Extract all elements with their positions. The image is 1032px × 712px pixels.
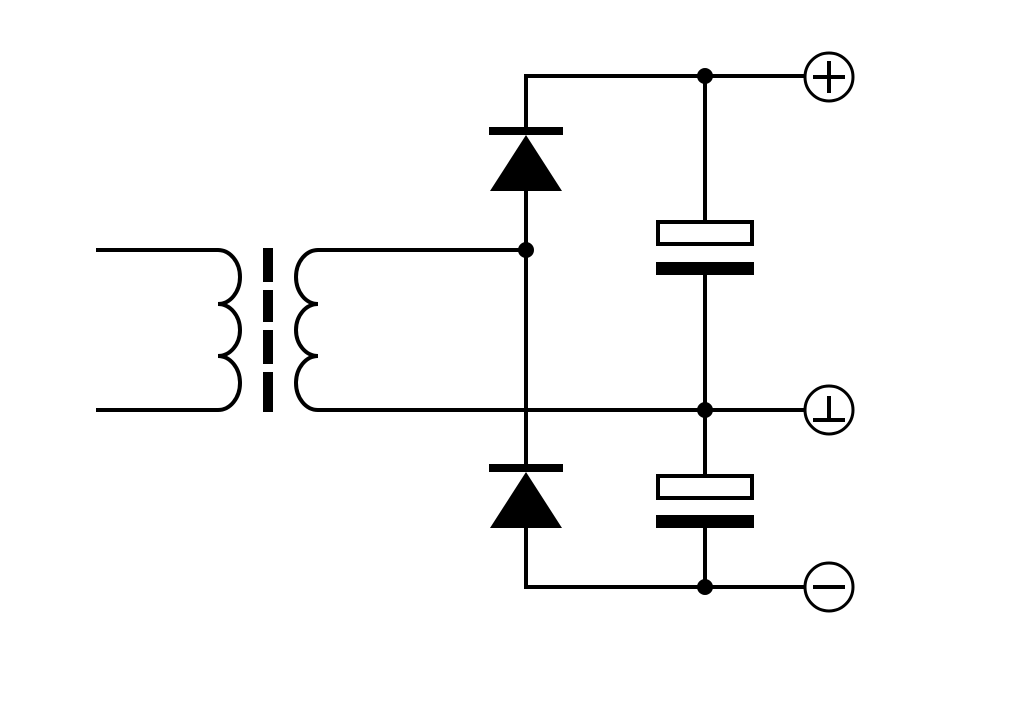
terminal-positive (803, 51, 855, 103)
junction-dot (697, 68, 713, 84)
capacitor-upper (656, 220, 754, 275)
terminal-ground (803, 384, 855, 436)
capacitor-lower (656, 474, 754, 528)
diode-column-wires (524, 74, 830, 589)
terminal-negative (803, 561, 855, 613)
junction-dot (518, 242, 534, 258)
diode-upper (489, 127, 563, 191)
transformer-core (263, 248, 273, 412)
transformer-primary-winding (96, 248, 242, 412)
junction-dot (697, 402, 713, 418)
junction-dot (697, 579, 713, 595)
junction-dots (518, 68, 713, 595)
transformer-secondary-winding (294, 248, 830, 412)
diode-lower (489, 464, 563, 528)
